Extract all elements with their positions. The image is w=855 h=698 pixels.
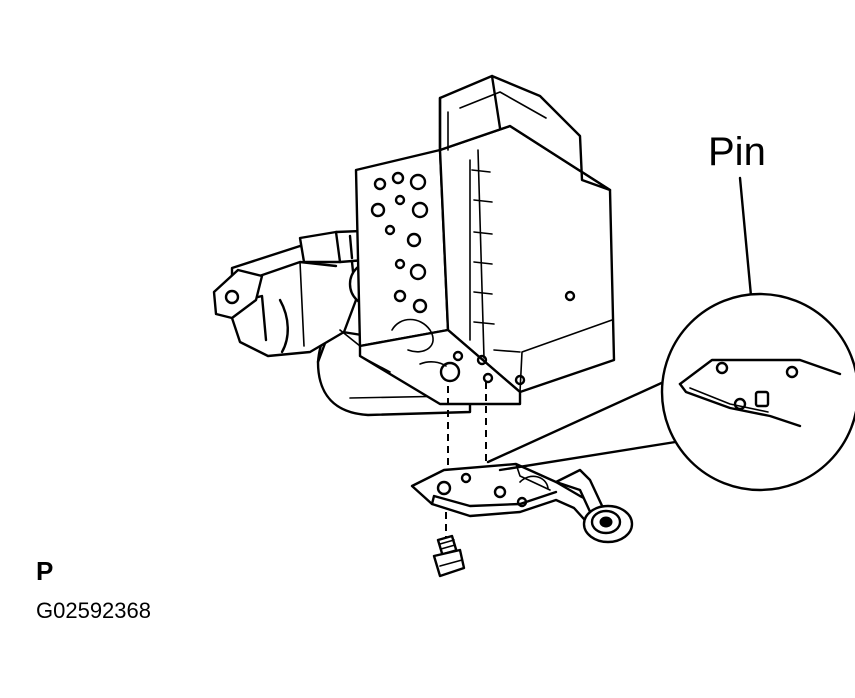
figure-code-label: G02592368 xyxy=(36,598,151,623)
pin-label: Pin xyxy=(708,130,766,174)
actuator-body xyxy=(339,74,616,406)
pin-detail-circle xyxy=(660,292,855,492)
mounting-bolt xyxy=(432,534,466,578)
connector-housing xyxy=(212,244,358,358)
view-mark-label: P xyxy=(36,556,54,586)
hydraulic-ports xyxy=(370,171,526,386)
mounting-bracket xyxy=(410,462,634,544)
